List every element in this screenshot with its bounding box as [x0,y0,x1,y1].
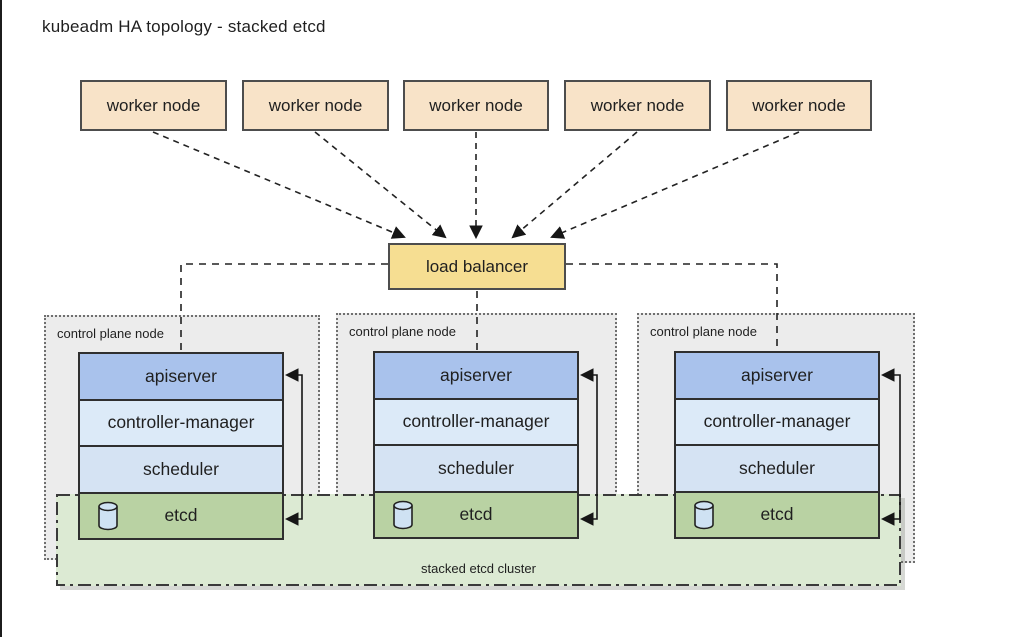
apiserver-label: apiserver [741,364,813,385]
control-plane-node-label: control plane node [57,326,164,341]
controller-manager-box: controller-manager [80,398,282,445]
etcd-box: etcd [676,490,878,537]
database-cylinder-icon [694,500,714,530]
worker-to-lb-arrows [152,131,800,240]
database-cylinder-icon [98,501,118,531]
worker-node-label: worker node [590,95,685,115]
scheduler-box: scheduler [375,444,577,491]
control-plane-stack-3: apiserver controller-manager scheduler e… [674,351,880,539]
control-plane-stack-2: apiserver controller-manager scheduler e… [373,351,579,539]
controller-manager-box: controller-manager [375,397,577,444]
database-cylinder-icon [393,500,413,530]
scheduler-label: scheduler [739,457,815,478]
worker-node-label: worker node [106,95,201,115]
control-plane-stack-1: apiserver controller-manager scheduler e… [78,352,284,540]
load-balancer-box: load balancer [388,243,566,290]
controller-manager-label: controller-manager [703,411,851,432]
worker-node-label: worker node [752,95,846,115]
apiserver-box: apiserver [676,353,878,398]
worker-node-box: worker node [80,80,227,131]
worker-node-box: worker node [242,80,389,131]
etcd-box: etcd [375,490,577,537]
apiserver-label: apiserver [145,365,217,386]
worker-node-box: worker node [403,80,549,131]
etcd-label: etcd [760,504,794,525]
worker-node-box: worker node [726,80,872,131]
etcd-box: etcd [80,491,282,538]
apiserver-label: apiserver [440,364,512,385]
worker-node-label: worker node [429,95,523,115]
diagram-title: kubeadm HA topology - stacked etcd [42,17,326,36]
screen-left-edge [0,0,2,637]
scheduler-box: scheduler [676,444,878,491]
scheduler-box: scheduler [80,445,282,492]
stacked-etcd-cluster-label: stacked etcd cluster [421,561,536,576]
apiserver-box: apiserver [375,353,577,398]
scheduler-label: scheduler [143,458,219,479]
controller-manager-label: controller-manager [402,411,550,432]
control-plane-node-label: control plane node [349,324,456,339]
worker-node-label: worker node [268,95,363,115]
controller-manager-label: controller-manager [107,412,255,433]
controller-manager-box: controller-manager [676,397,878,444]
etcd-label: etcd [459,504,493,525]
worker-node-box: worker node [564,80,711,131]
apiserver-box: apiserver [80,354,282,399]
control-plane-node-label: control plane node [650,324,757,339]
load-balancer-label: load balancer [425,256,529,276]
etcd-label: etcd [164,505,198,526]
scheduler-label: scheduler [438,457,514,478]
